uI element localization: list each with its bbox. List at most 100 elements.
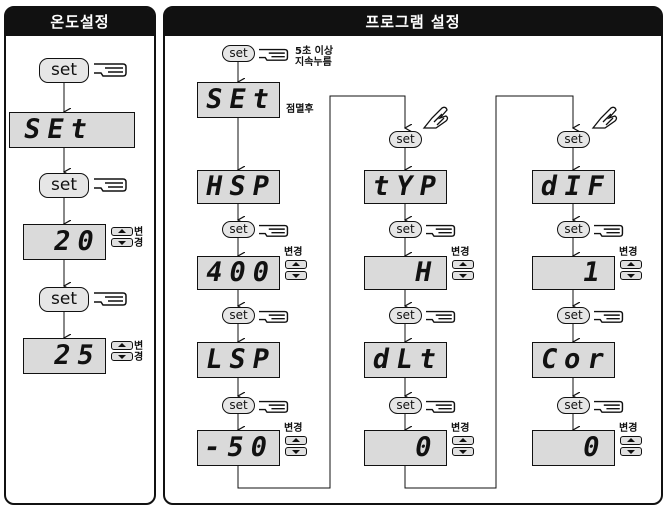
- up-down-buttons[interactable]: [111, 341, 133, 361]
- set-button-label: set: [396, 398, 415, 412]
- display-value: 25: [51, 339, 104, 371]
- change-label: 변경: [619, 247, 638, 258]
- up-down-buttons[interactable]: [452, 260, 474, 280]
- change-label: 변경: [451, 423, 470, 434]
- set-button[interactable]: set: [222, 307, 255, 324]
- up-down-buttons[interactable]: [620, 436, 642, 456]
- pressing-hand-icon: [591, 106, 618, 129]
- program-setting-title: 프로그램 설정: [165, 8, 661, 36]
- display-value: Cor: [538, 343, 614, 375]
- lcd-display: H: [364, 256, 447, 290]
- pointing-hand-icon: [426, 400, 456, 413]
- up-arrow-icon[interactable]: [111, 341, 133, 350]
- lcd-display: 1: [532, 256, 615, 290]
- display-value: dLt: [370, 343, 446, 375]
- lcd-display: Cor: [532, 342, 615, 378]
- pointing-hand-icon: [94, 292, 127, 306]
- lcd-display: dIF: [532, 170, 615, 204]
- set-button-label: set: [229, 222, 248, 236]
- pointing-hand-icon: [594, 310, 624, 323]
- lcd-display: LSP: [197, 342, 280, 378]
- set-button[interactable]: set: [557, 397, 590, 414]
- set-button[interactable]: set: [39, 58, 89, 83]
- up-arrow-icon[interactable]: [452, 260, 474, 269]
- lcd-display: SEt: [9, 112, 135, 148]
- down-arrow-icon[interactable]: [285, 447, 307, 456]
- display-value: H: [412, 256, 441, 288]
- set-button-label: set: [51, 289, 77, 309]
- set-button-label: set: [51, 175, 77, 195]
- pointing-hand-icon: [594, 400, 624, 413]
- up-down-buttons[interactable]: [111, 227, 133, 247]
- lcd-display: 20: [23, 224, 106, 260]
- pointing-hand-icon: [259, 48, 289, 61]
- set-button-label: set: [51, 60, 77, 80]
- set-button-label: set: [564, 398, 583, 412]
- program-setting-panel: 프로그램 설정: [163, 6, 663, 505]
- up-down-buttons[interactable]: [620, 260, 642, 280]
- change-label: 변경: [451, 247, 470, 258]
- up-arrow-icon[interactable]: [620, 436, 642, 445]
- display-value: tYP: [370, 170, 446, 202]
- set-button[interactable]: set: [557, 221, 590, 238]
- down-arrow-icon[interactable]: [452, 447, 474, 456]
- set-button[interactable]: set: [222, 221, 255, 238]
- lcd-display: 0: [532, 430, 615, 466]
- up-arrow-icon[interactable]: [111, 227, 133, 236]
- up-down-buttons[interactable]: [285, 436, 307, 456]
- lcd-display: SEt: [197, 82, 280, 118]
- lcd-display: dLt: [364, 342, 447, 378]
- set-button[interactable]: set: [39, 287, 89, 312]
- display-value: 0: [580, 431, 609, 463]
- set-button-label: set: [564, 132, 583, 146]
- display-value: SEt: [203, 83, 279, 115]
- blink-note: 점멸후: [286, 104, 314, 115]
- set-button[interactable]: set: [389, 131, 422, 148]
- display-value: 0: [412, 431, 441, 463]
- down-arrow-icon[interactable]: [452, 271, 474, 280]
- set-button-label: set: [564, 222, 583, 236]
- set-button[interactable]: set: [557, 307, 590, 324]
- change-label: 변경: [284, 423, 303, 434]
- lcd-display: 400: [197, 256, 280, 290]
- set-button-label: set: [396, 132, 415, 146]
- pointing-hand-icon: [594, 224, 624, 237]
- set-button[interactable]: set: [389, 397, 422, 414]
- pointing-hand-icon: [94, 178, 127, 192]
- set-button-label: set: [229, 398, 248, 412]
- down-arrow-icon[interactable]: [620, 271, 642, 280]
- up-down-buttons[interactable]: [285, 260, 307, 280]
- pointing-hand-icon: [426, 310, 456, 323]
- down-arrow-icon[interactable]: [111, 238, 133, 247]
- pointing-hand-icon: [259, 400, 289, 413]
- set-button[interactable]: set: [222, 397, 255, 414]
- change-label: 변경: [284, 247, 303, 258]
- set-button[interactable]: set: [389, 221, 422, 238]
- display-value: 20: [51, 225, 104, 257]
- down-arrow-icon[interactable]: [111, 352, 133, 361]
- up-arrow-icon[interactable]: [620, 260, 642, 269]
- set-button-label: set: [229, 308, 248, 322]
- display-value: LSP: [203, 343, 279, 375]
- set-button[interactable]: set: [557, 131, 590, 148]
- set-button[interactable]: set: [222, 45, 255, 62]
- pointing-hand-icon: [94, 63, 127, 77]
- up-down-buttons[interactable]: [452, 436, 474, 456]
- lcd-display: 0: [364, 430, 447, 466]
- up-arrow-icon[interactable]: [452, 436, 474, 445]
- down-arrow-icon[interactable]: [285, 271, 307, 280]
- display-value: SEt: [21, 113, 97, 145]
- set-button[interactable]: set: [389, 307, 422, 324]
- down-arrow-icon[interactable]: [620, 447, 642, 456]
- lcd-display: HSP: [197, 170, 280, 204]
- set-button[interactable]: set: [39, 173, 89, 198]
- set-button-label: set: [396, 222, 415, 236]
- up-arrow-icon[interactable]: [285, 260, 307, 269]
- up-arrow-icon[interactable]: [285, 436, 307, 445]
- display-value: 1: [580, 256, 609, 288]
- display-value: HSP: [203, 170, 279, 202]
- lcd-display: -50: [197, 430, 280, 466]
